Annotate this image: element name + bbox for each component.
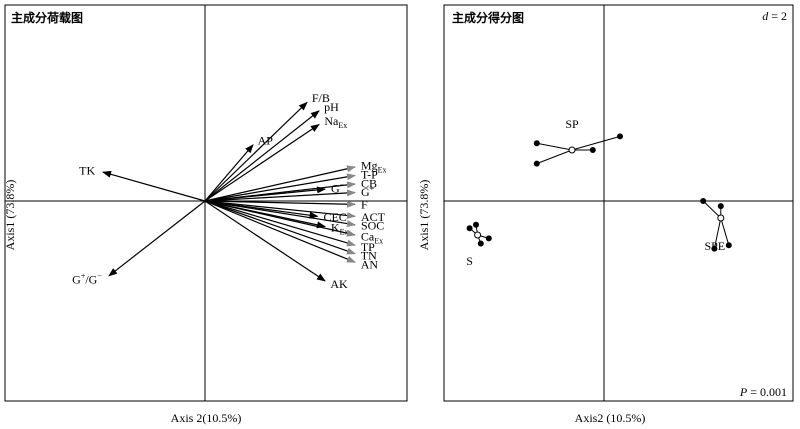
loading-label-act12: ACT [361,210,386,224]
score-plot-xlabel: Axis2 (10.5%) [575,411,646,425]
score-point-spe-3 [725,242,732,249]
loading-label-ph1: pH [324,100,339,114]
score-annotation-1: P = 0.001 [739,385,787,399]
loading-label-tp16: TP [361,240,375,254]
score-spoke-sp-1 [536,142,573,151]
loading-plot-xlabel: Axis 2(10.5%) [171,411,242,425]
score-point-spe-2 [711,245,718,252]
loading-vector-tp16 [204,200,356,247]
loading-vector-cb8 [204,181,356,202]
loading-label-mgex5: MgEx [361,159,387,175]
score-centroid-sp [568,146,576,154]
score-point-spe-1 [717,203,724,210]
score-point-spe-0 [700,198,707,204]
loading-vector-act12 [204,200,356,219]
score-annotations: d = 2 P = 0.001 [739,9,787,399]
score-annotation-0: d = 2 [762,9,787,23]
loading-label-gplus-g20: G+/G− [72,271,102,286]
loading-label-ap3: AP [258,133,274,147]
loading-label-an19: AN [361,257,379,271]
score-point-s-1 [473,221,479,228]
score-point-sp-1 [533,140,540,147]
loading-vector-gplus9 [204,189,356,202]
loading-label-ak18: AK [330,277,348,291]
loading-label-t-p6: T-P [361,167,378,181]
loading-label-naex2: NaEx [324,114,347,130]
loading-vector-ap3 [204,144,254,202]
score-point-sp-2 [589,147,596,153]
score-point-s-2 [477,240,484,247]
loading-plot-panel: 主成分荷载图 F/BpHNaExAPTKMgExT-PG−CBG+FCECACT… [3,4,408,425]
loading-vector-soc13 [204,200,356,228]
score-spoke-sp-3 [571,135,621,151]
score-point-s-3 [485,235,492,242]
loading-plot-frame [4,4,408,402]
score-spoke-spe-0 [702,200,722,219]
score-spoke-spe-2 [713,217,722,249]
score-group-label-s: S [466,254,473,268]
score-point-sp-3 [617,133,623,140]
score-spoke-sp-0 [536,149,573,165]
score-point-s-0 [466,225,473,232]
loading-label-caex15: CaEx [361,229,383,245]
score-group-label-spe: SPE [704,239,725,253]
loading-vectors: F/BpHNaExAPTKMgExT-PG−CBG+FCECACTSOCKExC… [72,91,386,291]
loading-vector-ph1 [204,110,320,202]
score-plot-frame [443,4,794,402]
loading-label-soc13: SOC [361,219,384,233]
score-point-sp-0 [533,160,540,167]
loading-vector-tk4 [102,170,206,202]
loading-vector-mgex5 [204,165,356,202]
loading-label-cb8: CB [361,176,377,190]
score-plot-title: 主成分得分图 [452,10,524,25]
loading-vector-ak18 [204,200,326,282]
loading-label-tn17: TN [361,249,377,263]
score-spoke-spe-3 [720,217,730,246]
loading-vector-naex2 [204,123,320,202]
score-plot-panel: 主成分得分图 d = 2 P = 0.001 SP S SPE Axis2 (10.5… [417,4,794,425]
loading-label-f10: F [361,198,368,212]
score-centroid-s [474,231,482,239]
score-centroid-spe [717,214,725,222]
loading-label-f-b0: F/B [312,91,330,105]
loading-plot-ylabel: Axis1 (73.8%) [3,180,17,251]
score-plot-ylabel: Axis1 (73.8%) [417,180,431,251]
loading-plot-title: 主成分荷载图 [11,10,83,25]
loading-label-gplus9: G+ [361,184,375,199]
loading-vector-f10 [204,200,356,208]
loading-vector-gplus-g20 [108,200,206,277]
loading-label-tk4: TK [79,163,95,177]
score-groups: SP S SPE [466,117,732,268]
score-group-label-sp: SP [565,117,579,131]
loading-vector-an19 [204,200,356,263]
loading-vector-tn17 [204,200,356,255]
loading-vector-f-b0 [204,101,308,202]
loading-vector-caex15 [204,200,356,237]
loading-vector-t-p6 [204,173,356,202]
